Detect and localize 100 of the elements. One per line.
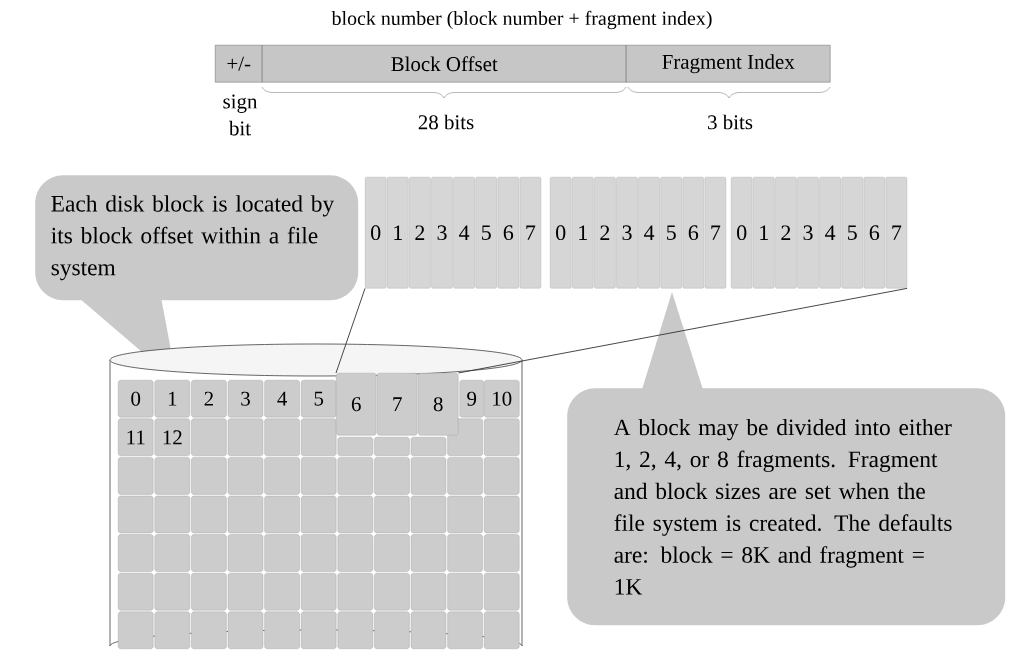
disk-block-cell [337,457,373,495]
disk-block-cell [154,534,190,572]
bit-field-cell: +/- [215,45,263,83]
disk-block-cell [410,437,447,456]
disk-block-cell: 5 [301,380,337,418]
disk-block-cell [374,437,410,456]
disk-block-cell: 10 [484,380,520,418]
disk-block-cell [447,534,483,572]
disk-block-cell [301,457,337,495]
disk-block-cell [301,573,337,611]
disk-block-cell [191,418,227,456]
disk-block-cell [191,495,227,534]
disk-block-cell [227,457,264,495]
disk-block-cell [191,573,227,611]
fragment-cell: 7 [519,177,542,289]
fragment-cell: 5 [475,177,497,289]
disk-block-cell [374,573,410,611]
disk-block-cell: 12 [154,418,190,456]
disk-block-cell [447,611,483,649]
disk-block-cell [301,418,337,456]
disk-block-cell: 3 [227,380,264,418]
fragment-cell: 7 [885,177,908,289]
disk-block-cell [447,457,483,495]
disk-block-cell [264,457,300,495]
disk-block-cell [301,495,337,534]
fragment-cell: 2 [409,177,431,289]
fragment-cell: 2 [775,177,797,289]
disk-block-cell [227,418,264,456]
disk-block-cell [118,611,154,649]
disk-block-cell [227,534,264,572]
fragment-cell: 2 [594,177,616,289]
disk-block-cell [154,573,190,611]
disk-block-cell [374,495,410,534]
fragment-cell: 4 [638,177,660,289]
disk-block-cell [264,611,300,649]
bit-label: sign bit [223,94,258,136]
fragment-cell: 0 [550,177,572,289]
disk-block-cell: 11 [118,418,154,456]
disk-block-cell [447,495,483,534]
disk-block-cell [374,534,410,572]
disk-block-cell [484,457,520,495]
disk-block-cell: 8 [418,373,459,436]
disk-block-cell [227,573,264,611]
fragment-cell: 4 [819,177,841,289]
disk-block-cell [301,534,337,572]
fragment-cell: 6 [863,177,885,289]
disk-block-cell [410,495,447,534]
disk-block-cell [337,437,373,456]
disk-block-cell [154,495,190,534]
disk-block-cell [118,573,154,611]
disk-block-cell [191,534,227,572]
disk-block-cell [374,457,410,495]
bit-label: 28 bits [418,114,474,130]
fragment-cell: 1 [387,177,409,289]
disk-block-cell [410,573,447,611]
disk-block-cell [410,611,447,649]
disk-block-cell [264,418,300,456]
fragment-cell: 7 [704,177,727,289]
leader-line [335,287,366,374]
disk-block-cell [154,611,190,649]
bit-field-cell: Fragment Index [626,45,831,83]
disk-block-cell [337,534,373,572]
disk-block-cell [337,611,373,649]
fragment-cell: 5 [660,177,682,289]
disk-block-cell [118,495,154,534]
title: block number (block number + fragment index) [331,10,712,30]
disk-block-cell [227,495,264,534]
disk-block-cell [484,495,520,534]
fragment-cell: 1 [753,177,775,289]
fragment-cell: 6 [497,177,519,289]
fragment-cell: 3 [616,177,638,289]
disk-block-cell: 1 [154,380,190,418]
disk-block-cell: 2 [191,380,227,418]
disk-block-cell [264,534,300,572]
disk-block-cell [337,495,373,534]
disk-block-cell [264,573,300,611]
disk-block-cell: 6 [336,373,377,436]
fragment-cell: 4 [453,177,475,289]
bit-label: 3 bits [708,114,753,130]
disk-block-cell [264,495,300,534]
disk-block-cell [410,457,447,495]
disk-block-cell [484,611,520,649]
disk-block-cell: 0 [118,380,154,418]
disk-block-cell [484,534,520,572]
disk-block-cell: 4 [264,380,300,418]
fragment-cell: 1 [572,177,594,289]
disk-block-cell [154,457,190,495]
fragment-cell: 6 [682,177,704,289]
disk-block-cell [118,457,154,495]
disk-block-cell [337,573,373,611]
speech-bubble: Each disk block is located by its block offset within a file system [35,175,359,382]
disk-block-cell [118,534,154,572]
disk-block-cell: 9 [459,380,484,418]
leader-line [457,287,908,374]
fragment-cell: 5 [841,177,863,289]
disk-block-cell [191,611,227,649]
fragment-cell: 0 [365,177,387,289]
fragment-cell: 3 [431,177,453,289]
disk-block-cell [191,457,227,495]
fragment-cell: 0 [731,177,753,289]
